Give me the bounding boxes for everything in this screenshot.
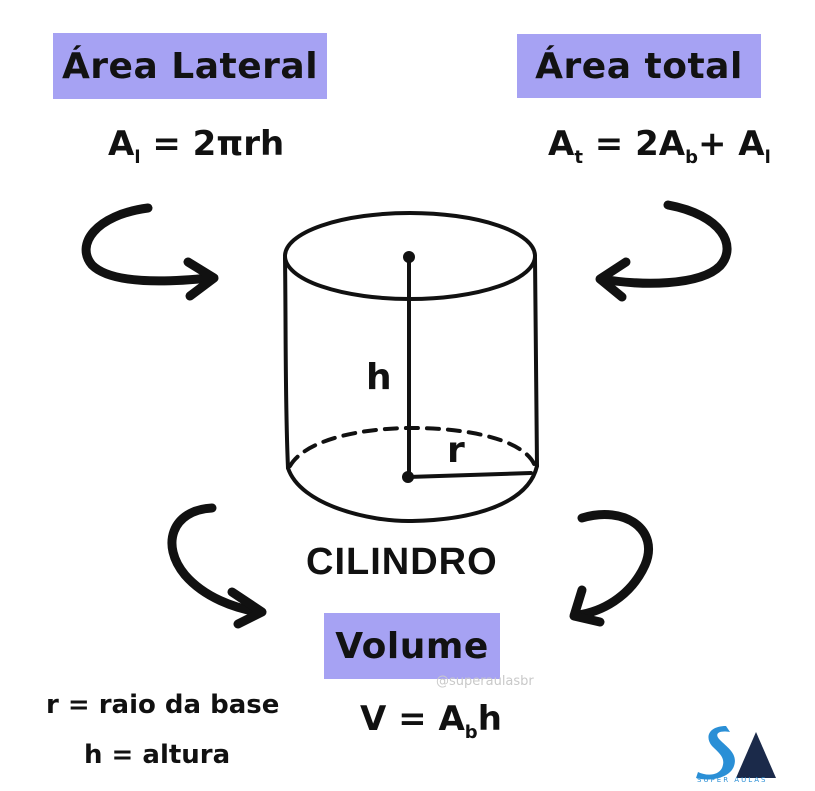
total-area-tag: Área total [517,34,761,98]
formula-symbol: A [548,124,575,164]
cylinder-left-side [283,256,290,470]
arrow-top-left-icon [81,203,219,301]
formula-subscript: t [574,146,583,168]
logo-text: SUPER AULAS [697,776,768,784]
formula-symbol: A [108,124,135,164]
formula-subscript: b [685,146,698,168]
lateral-area-tag: Área Lateral [53,33,327,99]
formula-symbol: V = A [360,699,465,739]
radius-label: r [447,430,465,471]
formula-subscript: b [464,721,478,743]
radius-line [406,471,533,479]
volume-tag: Volume [324,613,500,679]
formula-expression: = 2πrh [140,124,285,164]
formula-subscript: l [764,146,771,168]
top-center-dot [403,251,415,263]
diagram-title: CILINDRO [306,541,498,583]
total-area-formula: At = 2Ab+ Al [548,124,771,168]
formula-expression: + A [697,124,765,164]
arrow-bottom-right-icon [569,510,654,627]
formula-expression: h [477,699,502,739]
arrow-bottom-left-icon [167,503,267,629]
lateral-area-formula: Al = 2πrh [108,124,284,168]
formula-subscript: l [134,146,141,168]
legend-height: h = altura [84,740,231,770]
cylinder-bottom-front [286,464,539,524]
super-aulas-logo-icon [696,726,776,780]
height-label: h [366,357,392,398]
legend-radius: r = raio da base [46,690,280,720]
volume-formula: V = Abh [360,699,502,743]
cylinder-bottom-back-dashed [288,425,537,468]
formula-expression: = 2A [582,124,686,164]
arrow-top-right-icon [595,200,732,302]
cylinder-right-side [533,256,539,468]
watermark: @superaulasbr [436,674,534,689]
